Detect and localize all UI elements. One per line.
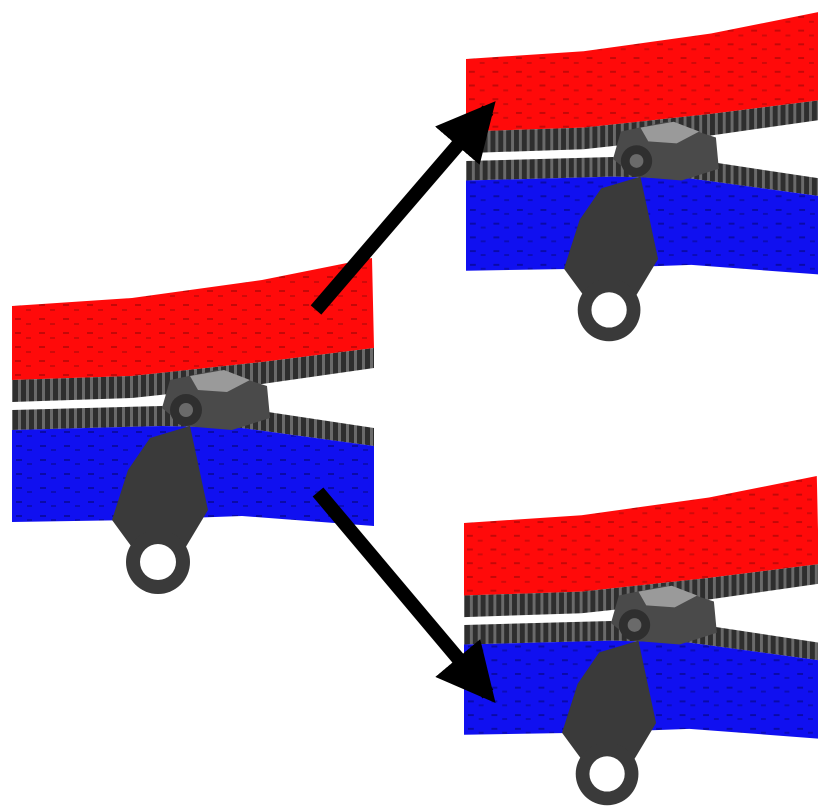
zipper-bottom-right [464, 476, 818, 805]
arrow-up-right [316, 110, 488, 310]
zipper-top-right [466, 12, 818, 341]
arrow-down-right [318, 492, 488, 694]
